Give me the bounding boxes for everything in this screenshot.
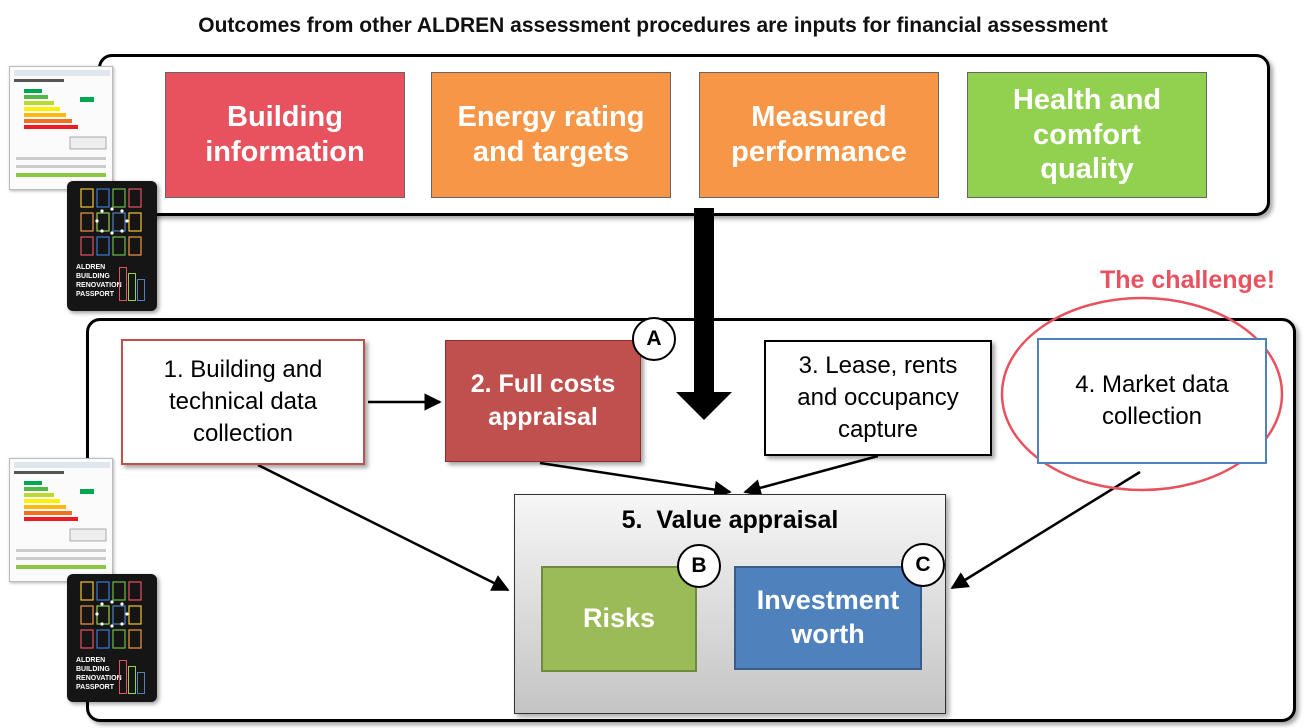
input-measured-performance: Measured performance (699, 72, 939, 198)
arrow-step4-to-investment (950, 470, 1141, 590)
challenge-ellipse (1000, 296, 1284, 492)
passport-line2: RENOVATION (76, 282, 122, 289)
passport-bars (119, 267, 145, 301)
passport-line3: PASSPORT (76, 291, 114, 298)
step-full-costs-appraisal: 2. Full costs appraisal (445, 340, 641, 462)
energy-certificate-image (9, 458, 113, 582)
diagram-title: Outcomes from other ALDREN assessment pr… (198, 14, 1108, 37)
passport-brand: ALDREN (76, 657, 106, 664)
passport-brand: ALDREN (76, 264, 106, 271)
renovation-passport-image: ALDREN BUILDING RENOVATION PASSPORT (67, 181, 157, 311)
input-energy-rating: Energy rating and targets (431, 72, 671, 198)
input-label: Energy rating and targets (457, 101, 645, 168)
marker-c: C (901, 543, 945, 587)
input-label: Measured performance (731, 101, 907, 168)
passport-line3: PASSPORT (76, 684, 114, 691)
marker-b: B (677, 544, 721, 588)
risks-box: Risks (541, 566, 697, 672)
energy-certificate-image (9, 66, 113, 190)
passport-bars (119, 660, 145, 694)
main-down-arrow (676, 208, 732, 420)
step-label: 4. Market data collection (1075, 371, 1229, 430)
passport-line1: BUILDING (76, 273, 110, 280)
arrow-step3-to-value (743, 454, 879, 497)
input-label: Building information (205, 101, 365, 168)
step-lease-rents-occupancy: 3. Lease, rents and occupancy capture (764, 340, 992, 456)
step-building-technical-data: 1. Building and technical data collectio… (121, 339, 365, 465)
passport-line2: RENOVATION (76, 675, 122, 682)
marker-a: A (632, 317, 676, 361)
passport-line1: BUILDING (76, 666, 110, 673)
input-health-comfort: Health and comfort quality (967, 72, 1207, 198)
step-label: 2. Full costs appraisal (470, 370, 616, 431)
input-label: Health and comfort quality (1012, 83, 1162, 186)
input-building-information: Building information (165, 72, 405, 198)
arrow-step1-to-risks (257, 463, 510, 592)
investment-worth-box: Investment worth (734, 566, 922, 670)
step-market-data-collection: 4. Market data collection (1037, 338, 1267, 464)
arrow-step2-to-value (539, 461, 732, 499)
value-appraisal-title: 5. Value appraisal (621, 506, 839, 534)
step-label: 1. Building and technical data collectio… (163, 356, 323, 447)
investment-label: Investment worth (756, 585, 900, 649)
renovation-passport-image: ALDREN BUILDING RENOVATION PASSPORT (67, 574, 157, 702)
risks-label: Risks (582, 603, 656, 634)
step-label: 3. Lease, rents and occupancy capture (797, 352, 959, 443)
challenge-label: The challenge! (1100, 266, 1276, 294)
